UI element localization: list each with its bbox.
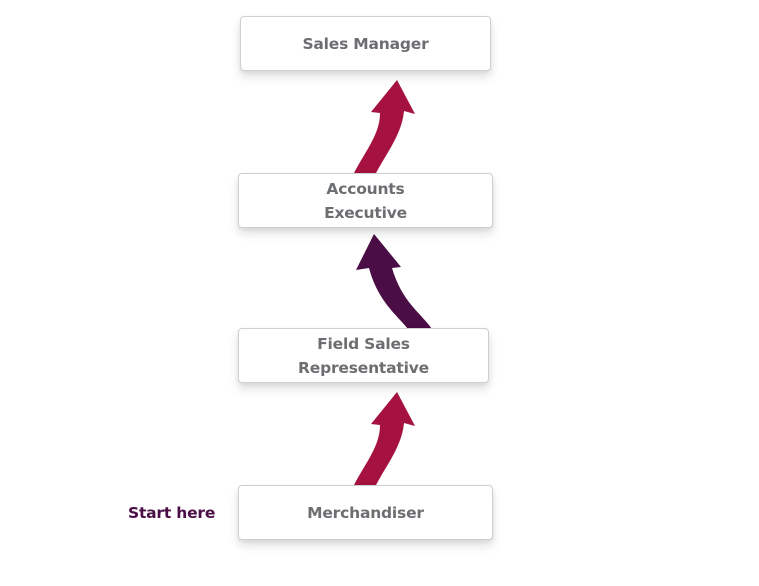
role-box-merchandiser: Merchandiser [238, 485, 493, 540]
arrow-up-crimson-top [354, 80, 415, 173]
role-label: Sales Manager [302, 34, 429, 53]
role-label: Merchandiser [307, 503, 424, 522]
role-label: Field Sales Representative [298, 334, 429, 377]
role-label: Accounts Executive [324, 179, 407, 222]
arrow-up-plum-middle [356, 234, 432, 329]
arrow-up-crimson-bottom [354, 392, 415, 485]
role-box-sales-manager: Sales Manager [240, 16, 491, 71]
role-box-accounts-executive: Accounts Executive [238, 173, 493, 228]
role-box-field-sales-representative: Field Sales Representative [238, 328, 489, 383]
start-here-label: Start here [128, 504, 216, 522]
